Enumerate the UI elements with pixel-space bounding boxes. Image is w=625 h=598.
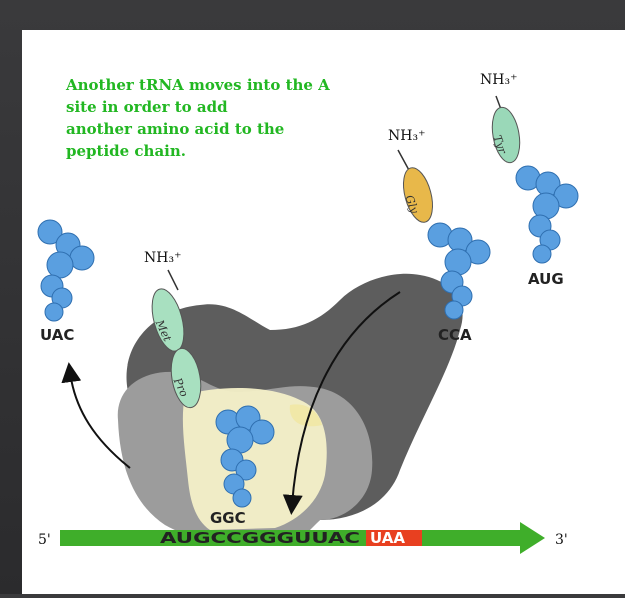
five-prime-label: 5': [38, 532, 51, 548]
tyr-trna-anticodon: AUG: [528, 270, 564, 288]
bound-trna-amino-group: NH₃⁺: [144, 250, 181, 266]
tyr-amino-group: NH₃⁺: [480, 72, 517, 88]
mrna-sequence: AUGCCGGGUUAC: [160, 529, 360, 547]
bound-trna-anticodon: GGC: [210, 509, 246, 527]
three-prime-label: 3': [555, 532, 568, 548]
stop-codon-label: UAA: [370, 529, 405, 547]
gly-trna-anticodon: CCA: [438, 326, 472, 344]
caption-text: Another tRNA moves into the A site in or…: [66, 74, 396, 162]
left-trna-anticodon: UAC: [40, 326, 74, 344]
